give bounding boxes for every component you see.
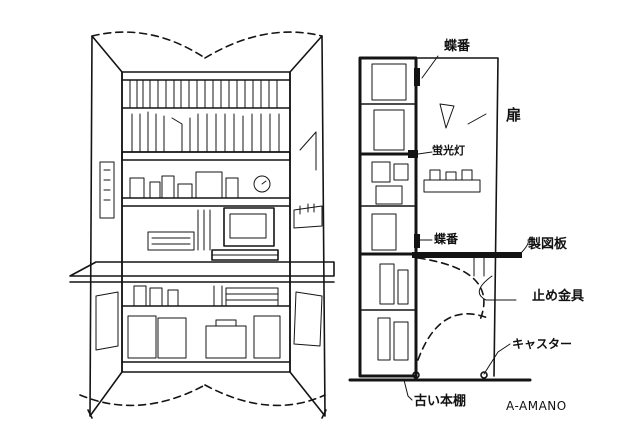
label-hinge-top: 蝶番	[444, 39, 471, 54]
left-door-pocket	[95, 291, 119, 351]
hinge-mid-marker	[414, 234, 420, 248]
fluorescent-light-front	[121, 151, 291, 161]
cabinet-body	[121, 71, 291, 373]
left-door-panel	[99, 161, 115, 219]
side-door	[417, 57, 499, 377]
caster-wheel-right	[480, 371, 488, 379]
door-swing-arc-top-left	[91, 31, 206, 59]
books-row-second	[121, 111, 291, 153]
left-door	[89, 35, 123, 417]
side-door-shelf	[423, 179, 481, 193]
desk-swing-arc	[417, 257, 485, 321]
caster-wheel-left	[412, 371, 420, 379]
label-drafting-board: 製図板	[528, 237, 568, 252]
label-hinge-mid: 蝶番	[434, 232, 459, 246]
objects-shelf	[121, 171, 291, 199]
door-swing-arc-bottom-right	[204, 384, 326, 407]
artist-signature: A-AMANO	[506, 399, 567, 413]
right-door-pocket	[293, 291, 323, 347]
right-door-hook	[299, 131, 317, 171]
front-view	[69, 31, 335, 419]
books-row-top	[121, 79, 291, 109]
side-door-hanger	[439, 103, 455, 129]
computer-monitor	[223, 207, 275, 247]
label-old-bookshelf: 古い本棚	[414, 394, 467, 409]
drafting-board	[412, 252, 522, 258]
right-door-tray	[293, 205, 323, 229]
label-stopper-bracket: 止め金具	[532, 289, 585, 304]
lower-storage	[121, 285, 291, 363]
label-fluorescent-light: 蛍光灯	[432, 144, 465, 157]
door-swing-arc-bottom-left	[79, 384, 206, 407]
side-view	[348, 55, 532, 401]
door-swing-arc-top-right	[204, 31, 323, 59]
old-bookshelf-body	[358, 56, 418, 378]
computer-shelf	[121, 205, 291, 261]
fold-down-desk-board	[69, 261, 335, 277]
label-door: 扉	[506, 106, 522, 124]
door-swing-arc-side	[417, 313, 489, 361]
fluorescent-light-marker	[408, 150, 418, 158]
label-caster: キャスター	[512, 337, 573, 351]
hinge-top-marker	[414, 68, 420, 86]
